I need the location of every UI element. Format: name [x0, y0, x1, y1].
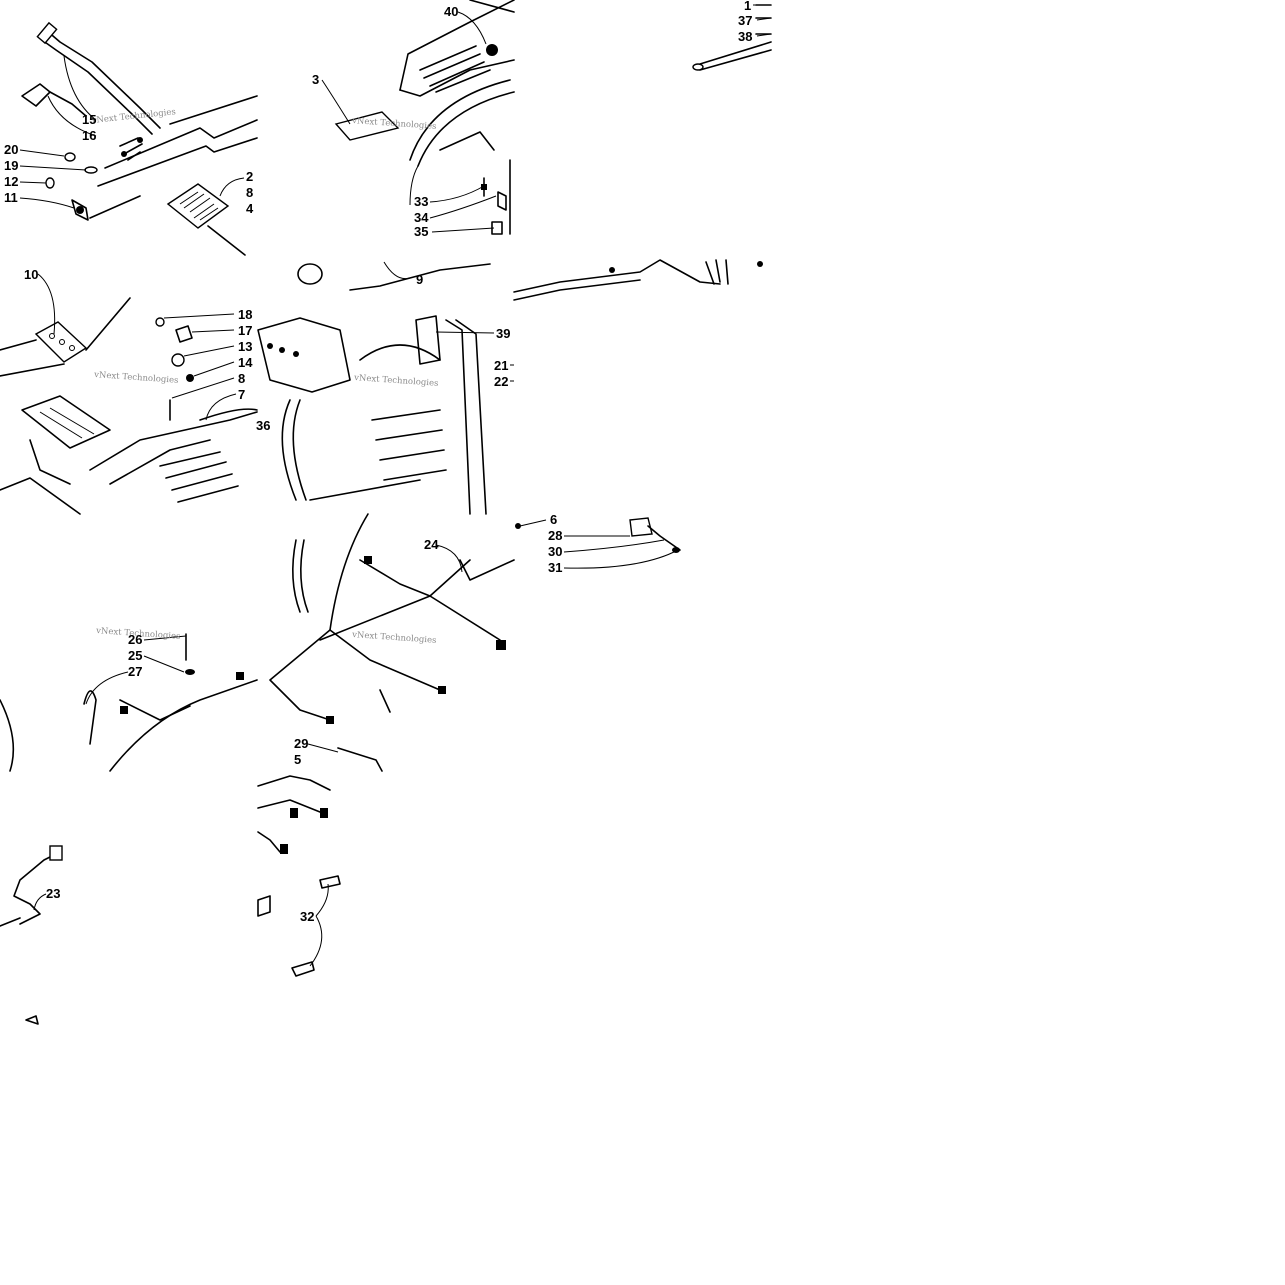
callout-6: 6: [550, 512, 557, 527]
callout-labels: 1 37 38 40 3 15 16 20 19 12 11 2 8 4 33 …: [4, 0, 752, 924]
callout-26: 26: [128, 632, 142, 647]
callout-38: 38: [738, 29, 752, 44]
callout-17: 17: [238, 323, 252, 338]
watermark-text: vNext Technologies: [93, 370, 179, 386]
side-panel: [257, 263, 491, 515]
callout-16: 16: [82, 128, 96, 143]
decal-plate: [166, 183, 246, 256]
callout-3: 3: [312, 72, 319, 87]
callout-25: 25: [128, 648, 142, 663]
connector-block: [515, 517, 681, 553]
callout-31: 31: [548, 560, 562, 575]
handlebar-throttle-assembly: [21, 21, 161, 161]
callout-27: 27: [128, 664, 142, 679]
callout-11: 11: [4, 190, 18, 205]
callout-40: 40: [444, 4, 458, 19]
callout-29: 29: [294, 736, 308, 751]
watermarks: vNext Technologies vNext Technologies vN…: [90, 107, 438, 646]
fastener-hardware: [481, 159, 511, 235]
callout-18: 18: [238, 307, 252, 322]
callout-33: 33: [414, 194, 428, 209]
callout-20: 20: [4, 142, 18, 157]
wiring-left: [0, 633, 258, 772]
callout-22: 22: [494, 374, 508, 389]
callout-30: 30: [548, 544, 562, 559]
tunnel-grille: [0, 408, 258, 515]
callout-5: 5: [294, 752, 301, 767]
dash-knobs: [155, 317, 194, 421]
callout-4: 4: [246, 201, 254, 216]
watermark-text: vNext Technologies: [353, 373, 439, 389]
callout-32: 32: [300, 909, 314, 924]
callout-14: 14: [238, 355, 253, 370]
rear-bracket: [513, 259, 763, 301]
callout-34: 34: [414, 210, 429, 225]
callout-28: 28: [548, 528, 562, 543]
sub-harness: [257, 747, 383, 977]
watermark-text: vNext Technologies: [90, 107, 176, 126]
watermark-text: vNext Technologies: [351, 630, 437, 646]
callout-13: 13: [238, 339, 252, 354]
callout-15: 15: [82, 112, 96, 127]
callout-36: 36: [256, 418, 270, 433]
handlebar-crossbar: [89, 95, 258, 219]
callout-37: 37: [738, 13, 752, 28]
callout-19: 19: [4, 158, 18, 173]
callout-9: 9: [416, 272, 423, 287]
callout-8: 8: [246, 185, 253, 200]
callout-2: 2: [246, 169, 253, 184]
bracket-plate: [334, 111, 400, 141]
callout-7: 7: [238, 387, 245, 402]
callout-24: 24: [424, 537, 439, 552]
ground-strap: [692, 4, 772, 71]
dashboard-panel: [0, 297, 131, 485]
hood-console: [399, 0, 515, 167]
lamp-lead: [0, 845, 63, 1025]
callout-8: 8: [238, 371, 245, 386]
callout-12: 12: [4, 174, 18, 189]
leader-lines: [19, 4, 772, 967]
callout-1: 1: [744, 0, 751, 13]
callout-10: 10: [24, 267, 38, 282]
callout-35: 35: [414, 224, 428, 239]
main-harness: [269, 513, 515, 724]
switch-knobs: [45, 152, 98, 221]
callout-21: 21: [494, 358, 508, 373]
callout-39: 39: [496, 326, 510, 341]
callout-23: 23: [46, 886, 60, 901]
